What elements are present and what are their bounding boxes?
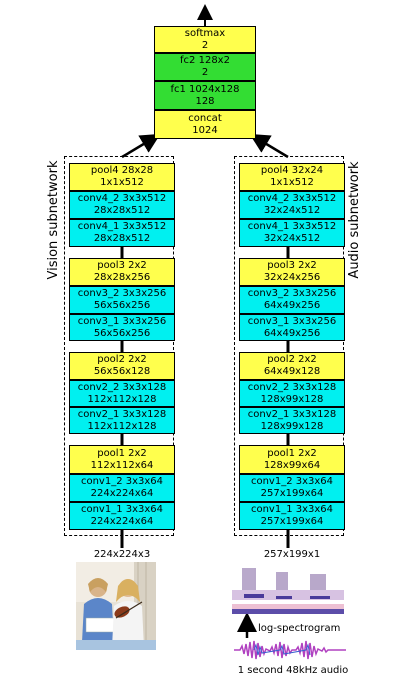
layer-dim: 64x49x256 (263, 327, 321, 339)
layer-dim: 28x28x512 (93, 205, 151, 216)
audio-source-label: 1 second 48kHz audio (237, 665, 349, 676)
layer-dim: 257x199x64 (260, 516, 324, 527)
layer-dim: 112x112x128 (87, 420, 157, 432)
layer-title: pool3 2x2 (97, 260, 147, 271)
audio-subnetwork-frame (234, 156, 344, 536)
layer-dim: 64x49x256 (263, 300, 321, 311)
layer-dim: 28x28x256 (93, 272, 151, 283)
vision-layer: pool3 2x2 28x28x256 (69, 258, 175, 286)
fc1-dim: 128 (195, 95, 215, 107)
concat-dim: 1024 (192, 124, 218, 136)
vision-layer: pool4 28x28 1x1x512 (69, 163, 175, 191)
vision-layer: conv2_1 3x3x128 112x112x128 (69, 407, 175, 434)
layer-dim: 112x112x128 (87, 393, 157, 405)
layer-title: pool1 2x2 (97, 447, 147, 459)
audio-layer: pool2 2x2 64x49x128 (239, 352, 345, 380)
fc1-block: fc1 1024x128 128 (154, 81, 256, 110)
fc2-dim: 2 (201, 67, 209, 78)
layer-dim: 32x24x512 (263, 205, 321, 216)
layer-title: conv3_1 3x3x256 (247, 315, 337, 327)
layer-title: conv2_2 3x3x128 (247, 381, 337, 393)
audio-layer: pool3 2x2 32x24x256 (239, 258, 345, 286)
vision-input-label: 224x224x3 (93, 549, 151, 560)
layer-title: conv3_2 3x3x256 (247, 288, 337, 299)
layer-title: pool4 28x28 (90, 165, 154, 176)
vision-layer: conv3_2 3x3x256 56x56x256 (69, 286, 175, 314)
audio-layer: conv1_2 3x3x64 257x199x64 (239, 474, 345, 502)
vision-layer: pool2 2x2 56x56x128 (69, 352, 175, 380)
audio-input-label: 257x199x1 (263, 549, 321, 560)
layer-dim: 56x56x256 (93, 300, 151, 311)
vision-layer: conv2_2 3x3x128 112x112x128 (69, 380, 175, 407)
audio-layer: conv4_2 3x3x512 32x24x512 (239, 191, 345, 219)
audio-subnetwork-label: Audio subnetwork (347, 161, 362, 279)
vision-to-concat-arrow (121, 133, 161, 159)
vision-subnetwork-frame (64, 156, 174, 536)
layer-title: conv4_2 3x3x512 (247, 193, 337, 204)
layer-title: pool2 2x2 (267, 354, 317, 365)
softmax-block: softmax 2 (154, 26, 256, 53)
softmax-title: softmax (184, 27, 226, 39)
concat-title: concat (188, 112, 222, 124)
layer-title: conv2_1 3x3x128 (77, 408, 167, 420)
layer-dim: 224x224x64 (90, 488, 154, 499)
concat-block: concat 1024 (154, 110, 256, 139)
layer-dim: 28x28x512 (93, 233, 151, 244)
audio-layer: conv3_2 3x3x256 64x49x256 (239, 286, 345, 314)
vision-layer: conv3_1 3x3x256 56x56x256 (69, 314, 175, 341)
layer-title: conv4_2 3x3x512 (77, 193, 167, 204)
vision-subnetwork-label: Vision subnetwork (46, 160, 61, 280)
layer-title: conv1_2 3x3x64 (250, 476, 334, 487)
fc1-title: fc1 1024x128 (170, 83, 240, 95)
vision-input-image (76, 562, 156, 650)
audio-layer: conv2_2 3x3x128 128x99x128 (239, 380, 345, 407)
vision-layer: conv4_1 3x3x512 28x28x512 (69, 219, 175, 247)
audio-layer: conv4_1 3x3x512 32x24x512 (239, 219, 345, 247)
layer-dim: 64x49x128 (263, 366, 321, 377)
layer-title: conv4_1 3x3x512 (247, 221, 337, 232)
softmax-dim: 2 (201, 39, 209, 51)
audio-layer: conv1_1 3x3x64 257x199x64 (239, 502, 345, 530)
layer-dim: 1x1x512 (100, 177, 144, 188)
layer-dim: 128x99x128 (260, 393, 324, 405)
layer-title: pool4 32x24 (260, 165, 324, 176)
fc2-title: fc2 128x2 (180, 55, 230, 66)
audio-layer: conv3_1 3x3x256 64x49x256 (239, 314, 345, 341)
spectrogram-image (232, 562, 344, 614)
layer-title: conv3_2 3x3x256 (77, 288, 167, 299)
layer-title: conv1_2 3x3x64 (80, 476, 164, 487)
audio-layer: pool4 32x24 1x1x512 (239, 163, 345, 191)
fc2-block: fc2 128x2 2 (154, 53, 256, 81)
layer-dim: 224x224x64 (90, 516, 154, 527)
layer-dim: 56x56x256 (93, 327, 151, 339)
layer-title: conv1_1 3x3x64 (80, 504, 164, 515)
layer-title: conv2_1 3x3x128 (247, 408, 337, 420)
audio-layer: conv2_1 3x3x128 128x99x128 (239, 407, 345, 434)
layer-title: conv1_1 3x3x64 (250, 504, 334, 515)
layer-dim: 128x99x128 (260, 420, 324, 432)
vision-layer: conv1_2 3x3x64 224x224x64 (69, 474, 175, 502)
vision-layer: conv4_2 3x3x512 28x28x512 (69, 191, 175, 219)
audio-waveform-image (234, 640, 346, 660)
layer-title: conv3_1 3x3x256 (77, 315, 167, 327)
vision-layer: pool1 2x2 112x112x64 (69, 445, 175, 474)
layer-dim: 56x56x128 (93, 366, 151, 377)
layer-dim: 32x24x512 (263, 233, 321, 244)
layer-dim: 112x112x64 (90, 459, 154, 471)
layer-dim: 1x1x512 (270, 177, 314, 188)
audio-to-concat-arrow (249, 133, 289, 159)
layer-title: pool1 2x2 (267, 447, 317, 459)
spectrogram-label: log-spectrogram (258, 623, 341, 634)
layer-title: pool2 2x2 (97, 354, 147, 365)
layer-title: conv2_2 3x3x128 (77, 381, 167, 393)
layer-dim: 128x99x64 (263, 459, 321, 471)
layer-title: conv4_1 3x3x512 (77, 221, 167, 232)
layer-dim: 257x199x64 (260, 488, 324, 499)
vision-layer: conv1_1 3x3x64 224x224x64 (69, 502, 175, 530)
audio-layer: pool1 2x2 128x99x64 (239, 445, 345, 474)
layer-dim: 32x24x256 (263, 272, 321, 283)
layer-title: pool3 2x2 (267, 260, 317, 271)
